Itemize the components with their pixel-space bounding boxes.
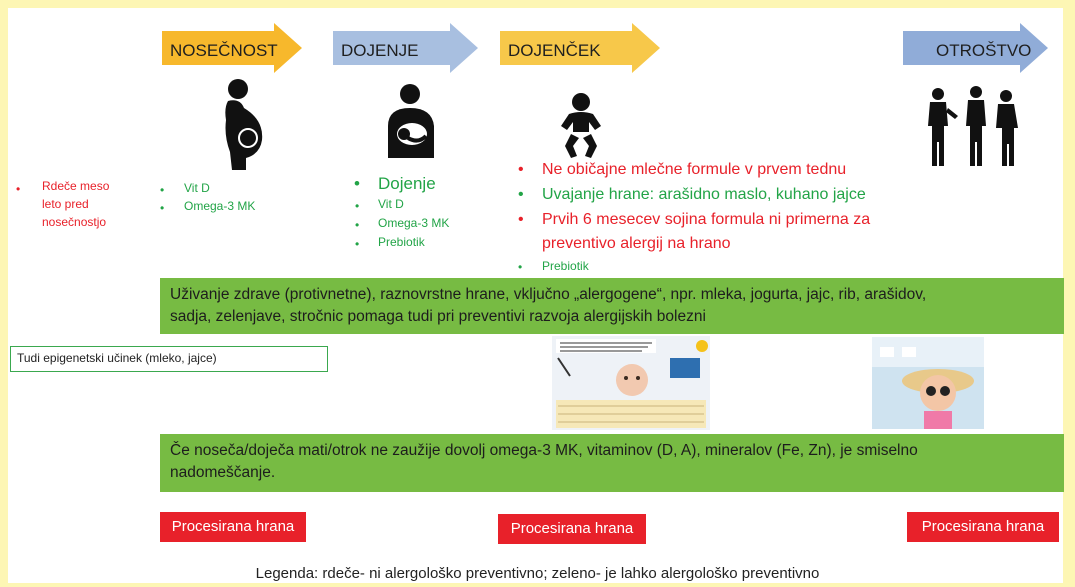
epigenetic-note-box: Tudi epigenetski učinek (mleko, jajce) [10,346,328,372]
children-icon [928,86,1018,166]
supplementation-bar: Če noseča/doječa mati/otrok ne zaužije d… [160,434,1064,492]
dojencek-item-1: Ne običajne mlečne formule v prvem tednu [542,161,847,178]
bullet-dot: • [355,199,360,213]
bullet-dot: • [355,218,360,232]
stage-label-otrostvo: OTROŠTVO [936,41,1032,60]
child-sunhat-photo [872,337,984,429]
bullet-dot: • [354,174,360,193]
legend-text: Legenda: rdeče- ni alergološko preventiv… [255,565,820,582]
healthy-diet-line-2: sadja, zelenjave, stročnic pomaga tudi p… [170,308,706,325]
nosecnost-item-1: Vit D [184,181,210,195]
bullet-dot: • [518,211,524,228]
healthy-diet-bar: Uživanje zdrave (protivnetne), raznovrst… [160,278,1064,334]
bullet-dot: • [355,237,360,251]
bullet-dot: • [518,186,524,203]
stage-arrow-dojencek [500,23,660,73]
baby-icon [561,93,601,158]
supplementation-line-2: nadomeščanje. [170,464,276,481]
stage-arrow-nosecnost [162,23,302,73]
epigenetic-note: Tudi epigenetski učinek (mleko, jajce) [17,351,217,365]
stage-label-nosecnost: NOSEČNOST [170,41,278,60]
processed-food-label-1: Procesirana hrana [160,512,306,542]
supplementation-line-1: Če noseča/doječa mati/otrok ne zaužije d… [170,442,918,459]
dojenje-item-1: Vit D [378,197,404,211]
bullet-dot: • [16,182,21,196]
stage-arrow-otrostvo [903,23,1048,73]
dojencek-item-2: Uvajanje hrane: arašidno maslo, kuhano j… [542,186,866,203]
stage-label-dojenje: DOJENJE [341,41,419,60]
dojencek-item-3: Prvih 6 mesecev sojina formula ni primer… [542,211,871,228]
processed-food-label-2: Procesirana hrana [498,514,646,544]
uv-infographic-image [552,336,710,430]
processed-food-label-3: Procesirana hrana [907,512,1059,542]
left-note-line-2: leto pred [42,197,89,211]
breastfeeding-icon [388,84,434,158]
left-note-line-3: nosečnostjo [42,215,107,229]
stage-label-dojencek: DOJENČEK [508,41,601,60]
bullet-dot: • [518,161,524,178]
dojenje-main: Dojenje [378,174,436,193]
dojenje-item-3: Prebiotik [378,235,425,249]
nosecnost-item-2: Omega-3 MK [184,199,256,213]
left-note-line-1: Rdeče meso [42,179,110,193]
bullet-dot: • [160,201,165,215]
pregnant-woman-icon [225,79,263,170]
bullet-dot: • [160,183,165,197]
dojenje-item-2: Omega-3 MK [378,216,450,230]
dojencek-item-3-cont: preventivo alergij na hrano [542,235,731,252]
bullet-dot: • [518,260,523,274]
dojencek-item-4: Prebiotik [542,259,589,273]
stage-arrow-dojenje [333,23,478,73]
healthy-diet-line-1: Uživanje zdrave (protivnetne), raznovrst… [170,286,927,303]
